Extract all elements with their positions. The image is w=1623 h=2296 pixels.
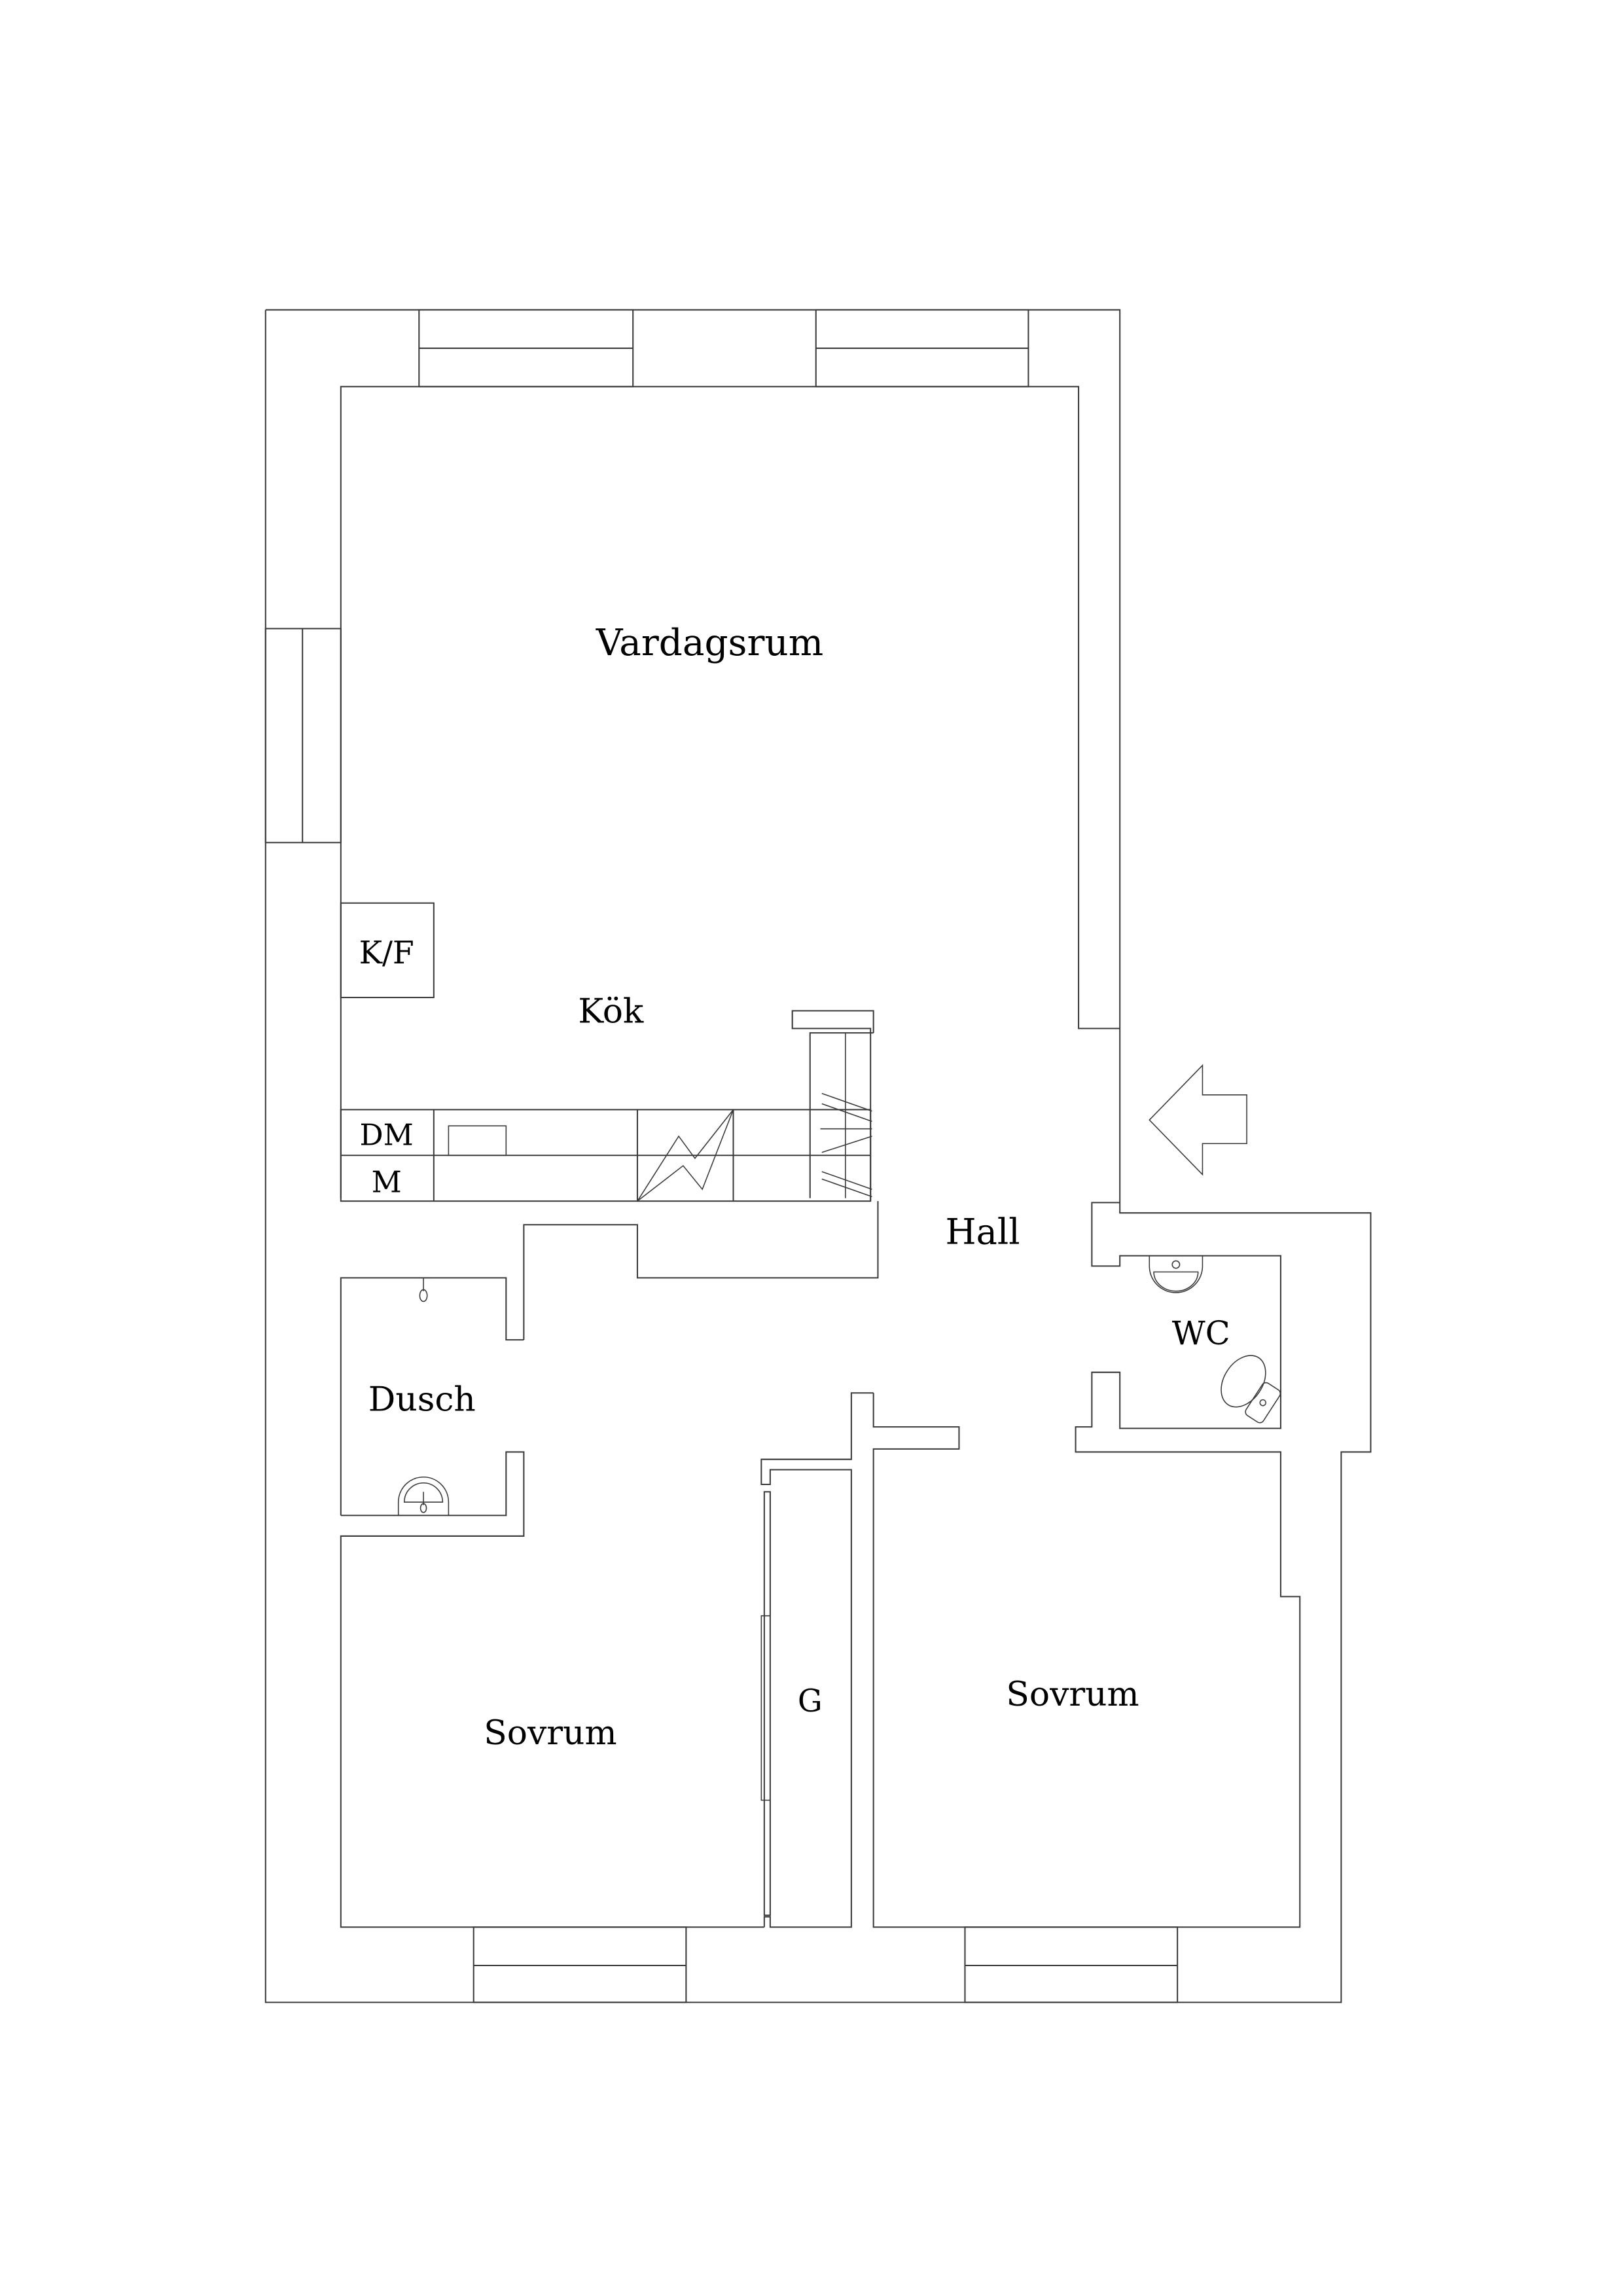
outer-walls bbox=[264, 309, 1372, 2003]
room-label-dusch: Dusch bbox=[368, 1380, 476, 1419]
window-left bbox=[264, 628, 342, 844]
room-label-sovrum-right: Sovrum bbox=[1006, 1675, 1139, 1714]
fridge-freezer bbox=[340, 902, 435, 999]
room-label-garderob: G bbox=[798, 1683, 823, 1719]
appliance-label-kf: K/F bbox=[359, 935, 414, 971]
shower-fixtures bbox=[397, 1277, 450, 1516]
appliance-label-m: M bbox=[372, 1165, 402, 1200]
room-label-wc: WC bbox=[1172, 1314, 1230, 1352]
entrance-arrow-icon bbox=[1149, 1064, 1247, 1176]
interior-walls bbox=[340, 1201, 1301, 1928]
room-label-vardagsrum: Vardagsrum bbox=[596, 622, 823, 664]
window-bottom-1 bbox=[473, 1926, 687, 2003]
washbasin-icon bbox=[1149, 1255, 1204, 1293]
appliance-label-dm: DM bbox=[360, 1117, 414, 1152]
window-bottom-2 bbox=[964, 1926, 1179, 2003]
sink-icon bbox=[448, 1125, 507, 1157]
room-label-hall: Hall bbox=[946, 1211, 1020, 1253]
living-kitchen-room bbox=[340, 386, 1120, 1202]
stove-icon bbox=[637, 1109, 734, 1202]
shower-icon bbox=[418, 1277, 431, 1302]
room-label-kok: Kök bbox=[578, 992, 644, 1031]
room-label-sovrum-left: Sovrum bbox=[484, 1713, 616, 1753]
wc-fixtures bbox=[1149, 1255, 1281, 1424]
toilet-icon bbox=[1221, 1355, 1281, 1424]
washbasin-icon bbox=[397, 1476, 450, 1516]
